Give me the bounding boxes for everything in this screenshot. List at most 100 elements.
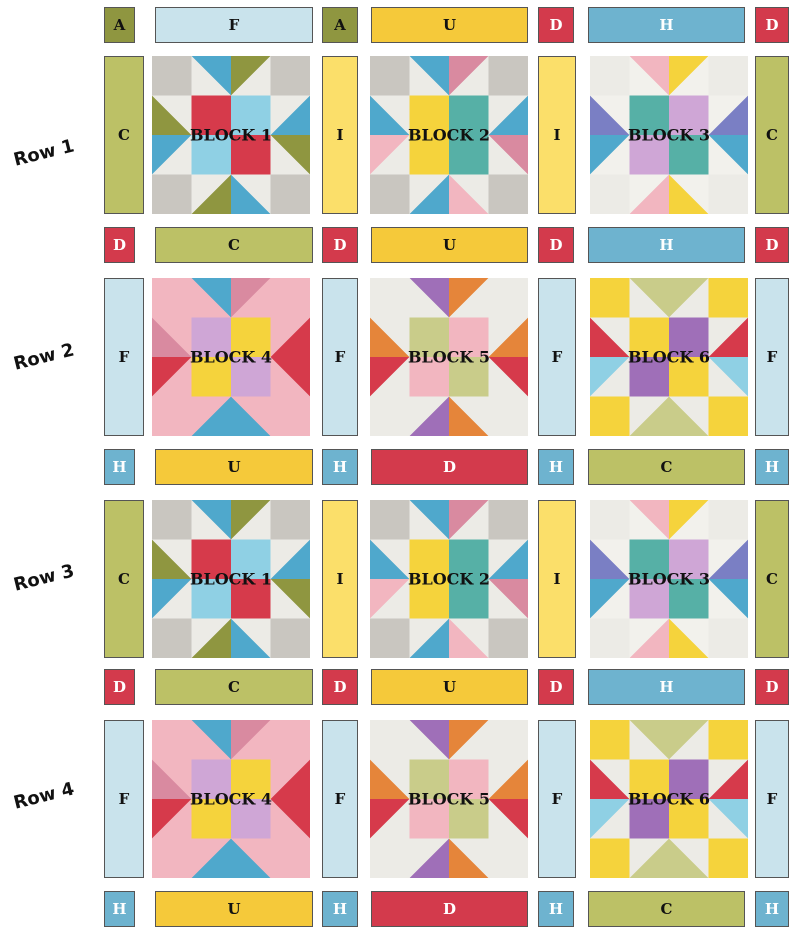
star-block-graphic <box>152 56 310 214</box>
center-patch <box>231 799 271 839</box>
star-block-graphic <box>152 500 310 658</box>
center-patch <box>410 760 450 800</box>
corner-square <box>489 397 529 437</box>
piece-letter: I <box>553 126 560 144</box>
sashing-piece: H <box>322 891 358 927</box>
corner-square <box>489 500 529 540</box>
star-block-graphic <box>590 720 748 878</box>
sashing-piece: U <box>371 669 528 705</box>
sashing-strip: I <box>322 500 358 658</box>
sashing-piece: H <box>588 227 745 263</box>
corner-square <box>271 720 311 760</box>
center-patch <box>449 318 489 358</box>
corner-square <box>709 839 749 879</box>
center-patch <box>410 799 450 839</box>
sashing-strip: F <box>755 720 789 878</box>
piece-letter: D <box>333 678 346 696</box>
sashing-strip: F <box>322 278 358 436</box>
piece-letter: F <box>552 790 563 808</box>
center-patch <box>669 760 709 800</box>
star-block-graphic <box>370 720 528 878</box>
piece-letter: U <box>443 16 456 34</box>
row-label: Row 2 <box>11 335 94 375</box>
center-patch <box>669 318 709 358</box>
quilt-block: BLOCK 5 <box>370 720 528 878</box>
piece-letter: I <box>336 570 343 588</box>
corner-square <box>590 619 630 659</box>
quilt-block: BLOCK 4 <box>152 278 310 436</box>
piece-letter: U <box>443 236 456 254</box>
sashing-strip: F <box>104 720 144 878</box>
piece-letter: C <box>118 126 130 144</box>
center-patch <box>669 799 709 839</box>
center-patch <box>669 96 709 136</box>
piece-letter: H <box>112 458 126 476</box>
sashing-strip: F <box>538 278 576 436</box>
center-patch <box>231 96 271 136</box>
piece-letter: U <box>227 900 240 918</box>
piece-letter: H <box>333 900 347 918</box>
center-patch <box>630 760 670 800</box>
sashing-piece: H <box>755 891 789 927</box>
piece-letter: D <box>113 236 126 254</box>
sashing-piece: D <box>538 669 574 705</box>
star-block-graphic <box>152 278 310 436</box>
sashing-piece: H <box>588 669 745 705</box>
piece-letter: U <box>443 678 456 696</box>
center-patch <box>410 318 450 358</box>
sashing-piece: D <box>755 7 789 43</box>
corner-square <box>152 619 192 659</box>
corner-square <box>271 175 311 215</box>
center-patch <box>630 799 670 839</box>
corner-square <box>489 720 529 760</box>
sashing-strip: F <box>104 278 144 436</box>
corner-square <box>370 175 410 215</box>
center-patch <box>630 318 670 358</box>
sashing-piece: D <box>538 227 574 263</box>
center-patch <box>410 96 450 136</box>
piece-letter: C <box>766 570 778 588</box>
piece-letter: H <box>765 458 779 476</box>
corner-square <box>152 278 192 318</box>
piece-letter: D <box>765 16 778 34</box>
center-patch <box>449 540 489 580</box>
quilt-block: BLOCK 6 <box>590 278 748 436</box>
corner-square <box>271 278 311 318</box>
sashing-piece: D <box>322 669 358 705</box>
corner-square <box>370 278 410 318</box>
piece-letter: F <box>119 348 130 366</box>
piece-letter: H <box>112 900 126 918</box>
sashing-piece: D <box>755 227 789 263</box>
quilt-block: BLOCK 2 <box>370 500 528 658</box>
sashing-strip: C <box>755 56 789 214</box>
star-block-graphic <box>590 500 748 658</box>
center-patch <box>410 357 450 397</box>
piece-letter: H <box>549 458 563 476</box>
center-patch <box>669 579 709 619</box>
piece-letter: F <box>552 348 563 366</box>
sashing-piece: U <box>371 227 528 263</box>
center-patch <box>630 135 670 175</box>
piece-letter: C <box>766 126 778 144</box>
quilt-block: BLOCK 2 <box>370 56 528 214</box>
center-patch <box>449 96 489 136</box>
quilt-block: BLOCK 4 <box>152 720 310 878</box>
piece-letter: F <box>767 348 778 366</box>
sashing-piece: D <box>322 227 358 263</box>
center-patch <box>630 357 670 397</box>
piece-letter: F <box>229 16 240 34</box>
piece-letter: H <box>659 16 673 34</box>
sashing-strip: C <box>104 56 144 214</box>
center-patch <box>192 579 232 619</box>
center-patch <box>192 799 232 839</box>
sashing-piece: A <box>322 7 358 43</box>
piece-letter: D <box>333 236 346 254</box>
corner-square <box>271 56 311 96</box>
sashing-strip: C <box>104 500 144 658</box>
corner-square <box>271 619 311 659</box>
corner-square <box>370 500 410 540</box>
quilt-block: BLOCK 1 <box>152 56 310 214</box>
sashing-strip: I <box>322 56 358 214</box>
corner-square <box>709 56 749 96</box>
sashing-piece: C <box>155 669 313 705</box>
